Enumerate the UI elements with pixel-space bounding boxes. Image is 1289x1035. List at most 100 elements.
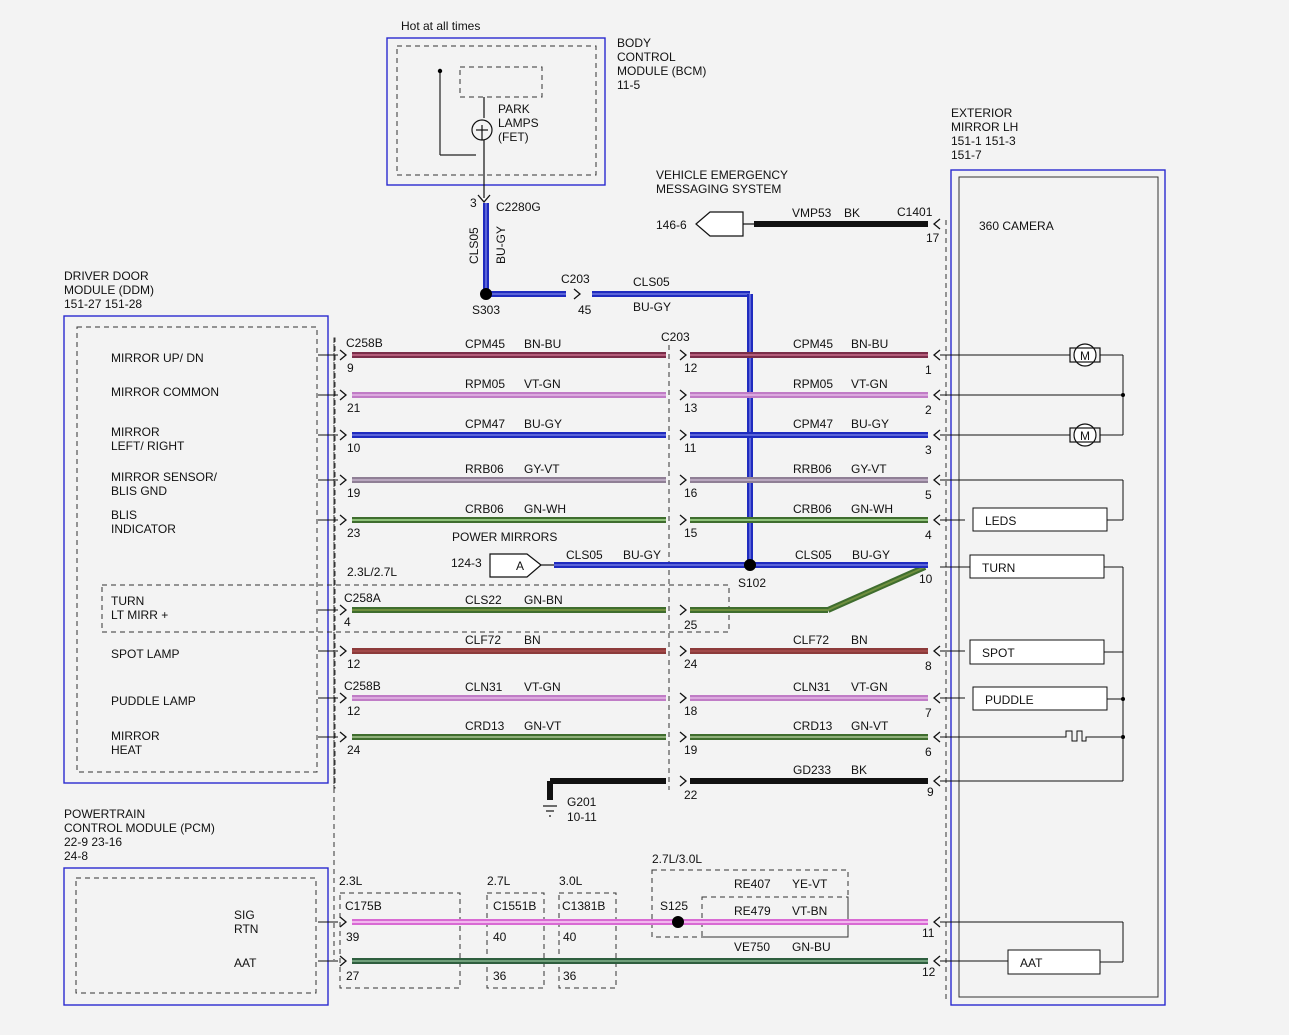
re407-color: YE-VT [792,877,828,891]
vems-label-line: VEHICLE EMERGENCY [656,168,788,182]
component-spot [969,639,1105,665]
motor-1-icon [1073,343,1097,367]
circuit-cpm45-circuit: CPM45 [465,337,505,351]
engine-30: 3.0L [559,874,583,888]
circuit-rpm05-color: VT-GN [524,377,561,391]
vems-ref: 146-6 [656,218,687,232]
circuit-cpm47-right-pin: 3 [925,443,932,457]
circuit-cpm47-left-pin: 10 [347,441,361,455]
c2280g-pin: 3 [470,196,477,210]
lamp-junction [1121,697,1125,701]
c1381b-box [558,892,617,989]
circuit-rrb06-mid-chevron [679,474,688,486]
circuit-cln31-circuit-r: CLN31 [793,680,831,694]
cls05-left-circuit: CLS05 [566,548,603,562]
component-leds-label: LEDS [985,514,1016,528]
pcm-pin-aat: AAT [234,956,257,970]
circuit-cpm47-circuit: CPM47 [465,417,505,431]
circuit-clf72-mid-chevron [679,645,688,657]
re479-color: VT-BN [792,904,827,918]
circuit-crd13-mid-pin: 19 [684,743,698,757]
c2280g-label: C2280G [496,200,541,214]
circuit-cls22-circuit: CLS22 [465,593,502,607]
ddm-pin-mirror-up-dn: MIRROR UP/ DN [111,351,204,365]
circuit-clf72-circuit: CLF72 [465,633,501,647]
circuit-rrb06-mid-pin: 16 [684,486,698,500]
circuit-rpm05-right-pin: 2 [925,403,932,417]
circuit-clf72-right-pin: 8 [925,659,932,673]
c258b-label-1: C258B [346,336,383,350]
c1551b-box [486,892,545,989]
g201-ref: 10-11 [567,810,597,824]
connector-chevron-left [932,916,941,928]
park-lamps-label-line: LAMPS [498,116,539,130]
re479-right-pin: 11 [922,926,935,940]
mirror-inner [958,176,1159,998]
circuit-cls22-right-pin: 10 [919,572,933,586]
pcm-pin-rtn: RTN [234,922,258,936]
circuit-cpm45-right-pin: 1 [925,363,932,377]
gd233-color: BK [851,763,867,777]
c203-label: C203 [661,330,690,344]
motor-1-icon-label: M [1080,349,1090,363]
circuit-clf72-circuit-r: CLF72 [793,633,829,647]
circuit-rrb06-right-pin: 5 [925,488,932,502]
circuit-crd13-left-pin: 24 [347,743,361,757]
circuit-rrb06-left-chevron [339,474,348,486]
circuit-crb06-left-chevron [339,514,348,526]
circuit-crb06-mid-chevron [679,514,688,526]
circuit-crd13-right-chevron [932,731,941,743]
motor-2-icon-body [1069,427,1101,443]
cls05-right-circuit: CLS05 [795,548,832,562]
circuit-cpm47-color-r: BU-GY [851,417,889,431]
gd233-circuit: GD233 [793,763,831,777]
circuit-cpm45-color-r: BN-BU [851,337,888,351]
circuit-crd13-right-pin: 6 [925,745,932,759]
circuit-cls22-diag-stripe [827,566,926,611]
s102-label: S102 [738,576,766,590]
ddm-pin-turn: TURN [111,594,144,608]
circuit-cln31-mid-chevron [679,692,688,704]
circuit-cln31-mid-pin: 18 [684,704,698,718]
vems-label-line: MESSAGING SYSTEM [656,182,781,196]
circuit-rrb06-color-r: GY-VT [851,462,887,476]
ddm-pin-mirror-heat: HEAT [111,743,143,757]
module-boxes [63,37,1166,1006]
s125-label: S125 [660,899,688,913]
circuit-crb06-circuit-r: CRB06 [793,502,832,516]
engine-27: 2.7L [487,874,511,888]
circuit-crd13-color-r: GN-VT [851,719,889,733]
motor-1-icon-body [1069,347,1101,363]
connector-chevron-right [573,288,582,300]
park-lamps-label-line: PARK [498,102,530,116]
power-mirrors-label: POWER MIRRORS [452,530,557,544]
power-mirrors-flag-letter: A [516,559,524,573]
engine-23: 2.3L [339,874,363,888]
mirror-box [950,169,1166,1006]
c1551b-label: C1551B [493,899,536,913]
ddm-pin-mirror-common: MIRROR COMMON [111,385,219,399]
connector-chevron-right [339,955,348,967]
circuit-crb06-mid-pin: 15 [684,526,698,540]
ddm-pin-mirror-sensor: MIRROR SENSOR/ [111,470,218,484]
component-turn-label: TURN [982,561,1015,575]
circuit-rrb06-color: GY-VT [524,462,560,476]
ddm-pin-puddle-lamp: PUDDLE LAMP [111,694,196,708]
circuit-cln31-left-chevron [339,692,348,704]
bcm-label-line: BODY [617,36,651,50]
circuit-crd13-mid-chevron [679,731,688,743]
ddm-pin-mirror-left-right: MIRROR [111,425,160,439]
s102-dot [744,559,756,571]
circuit-cls22-left-chevron [339,604,348,616]
heater-icon [1064,730,1123,742]
cls05-top-circuit: CLS05 [633,275,670,289]
bcm-inner [396,45,597,176]
circuit-clf72-left-chevron [339,645,348,657]
vmp53-color: BK [844,206,860,220]
ve750-pin: 36 [563,969,577,983]
ve750-pin: 36 [493,969,507,983]
ddm-pin-mirror-sensor: BLIS GND [111,484,167,498]
circuit-cls22-mid-chevron [679,604,688,616]
ve750-right-pin: 12 [922,965,936,979]
circuit-clf72-left-pin: 12 [347,657,361,671]
